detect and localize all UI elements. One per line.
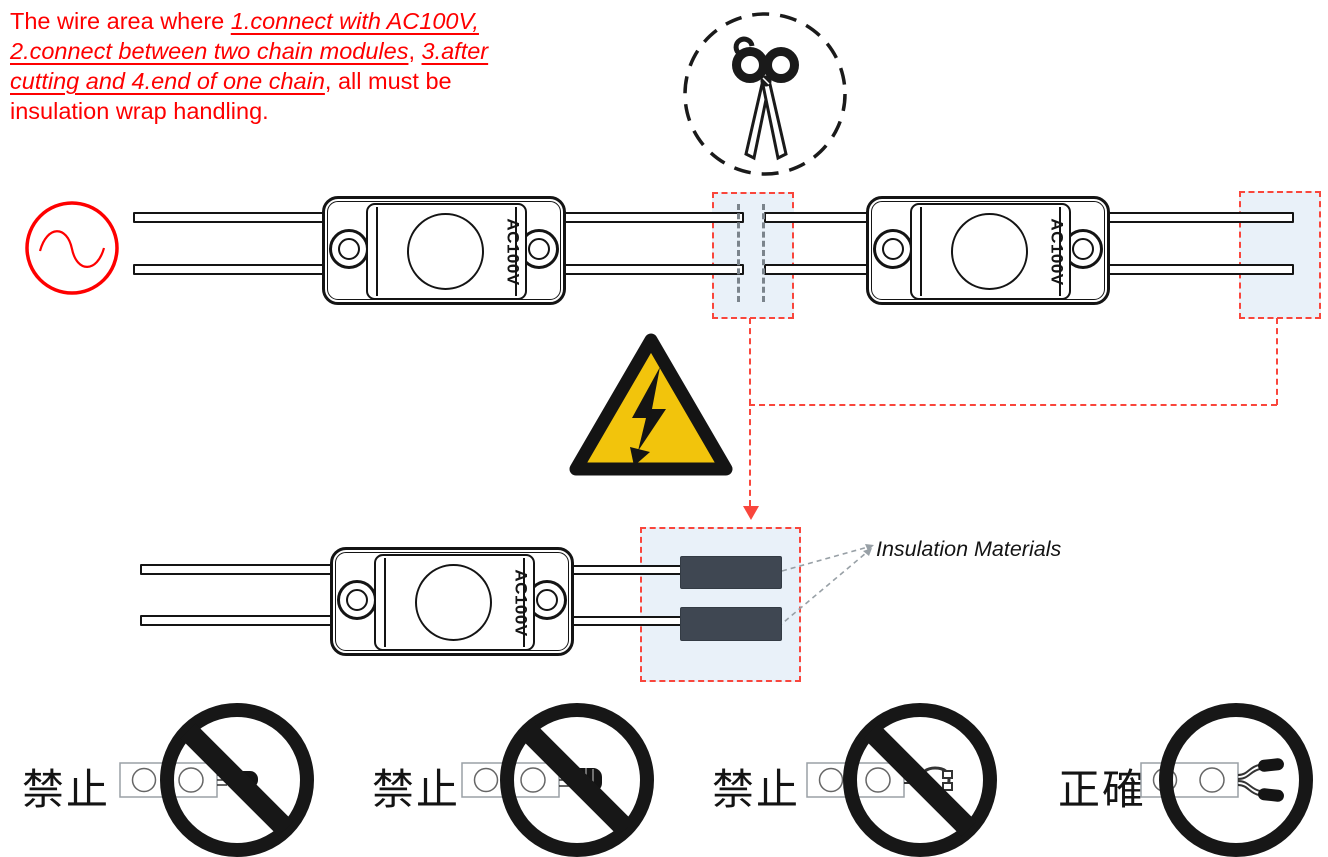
prohibited-taped-wire-ends-icon xyxy=(119,703,314,857)
led-module: AC100V xyxy=(322,196,566,305)
led-lens xyxy=(407,213,484,290)
wire xyxy=(561,565,687,575)
cut-line xyxy=(762,204,765,302)
module-voltage-label: AC100V xyxy=(511,568,530,637)
callout-line xyxy=(749,404,1277,406)
correct-separated-insulated-wire-ends-icon xyxy=(1140,703,1313,857)
wire xyxy=(1100,212,1294,223)
wire xyxy=(561,616,687,626)
wire xyxy=(764,264,872,275)
prohibited-label: 禁止 xyxy=(22,766,111,813)
wire xyxy=(764,212,872,223)
note-text: insulation wrap handling. xyxy=(10,98,269,124)
module-body: AC100V xyxy=(366,203,527,300)
note-text-underlined: 2.connect between two chain modules xyxy=(10,38,409,64)
wire xyxy=(133,212,327,223)
chain-end-highlight xyxy=(1239,191,1321,319)
screw-hole-icon xyxy=(337,580,377,620)
wire xyxy=(140,615,336,626)
module-body: AC100V xyxy=(910,203,1071,300)
callout-line xyxy=(749,318,751,506)
insulation-materials-label: Insulation Materials xyxy=(876,537,1062,561)
ac-power-source-icon xyxy=(25,201,119,295)
note-text-underlined: 1.connect with AC100V, xyxy=(230,8,479,34)
insulation-sleeve xyxy=(680,556,782,589)
screw-hole-icon xyxy=(329,229,369,269)
prohibited-label: 禁止 xyxy=(372,766,461,813)
note-text: , xyxy=(408,38,422,64)
insulation-sleeve xyxy=(680,607,782,641)
wire xyxy=(558,264,744,275)
insulation-note: The wire area where 1.connect with AC100… xyxy=(10,6,490,126)
screw-hole-icon xyxy=(873,229,913,269)
module-body: AC100V xyxy=(374,554,535,651)
correct-label: 正確 xyxy=(1058,766,1147,813)
callout-line xyxy=(1276,318,1278,405)
callout-arrow-icon xyxy=(743,506,759,520)
prohibited-wire-nut-cap-icon xyxy=(461,703,654,857)
prohibited-open-connector-icon xyxy=(806,703,997,857)
led-lens xyxy=(415,564,492,641)
wire xyxy=(140,564,336,575)
led-module: AC100V xyxy=(866,196,1110,305)
led-module: AC100V xyxy=(330,547,574,656)
prohibited-label: 禁止 xyxy=(712,766,801,813)
note-text: The wire area where xyxy=(10,8,231,34)
high-voltage-warning-icon xyxy=(569,333,733,476)
leader-lines xyxy=(777,544,874,628)
module-voltage-label: AC100V xyxy=(1047,217,1066,286)
wire xyxy=(1100,264,1294,275)
module-voltage-label: AC100V xyxy=(503,217,522,286)
led-lens xyxy=(951,213,1028,290)
note-text-underlined: 3.after xyxy=(421,38,489,64)
note-text: , all must be xyxy=(324,68,452,94)
note-text-underlined: cutting and 4.end of one chain xyxy=(10,68,325,94)
wire xyxy=(133,264,327,275)
insulation-area-highlight xyxy=(640,527,801,682)
cut-line xyxy=(737,204,740,302)
wire xyxy=(558,212,744,223)
scissors-icon xyxy=(683,12,847,176)
